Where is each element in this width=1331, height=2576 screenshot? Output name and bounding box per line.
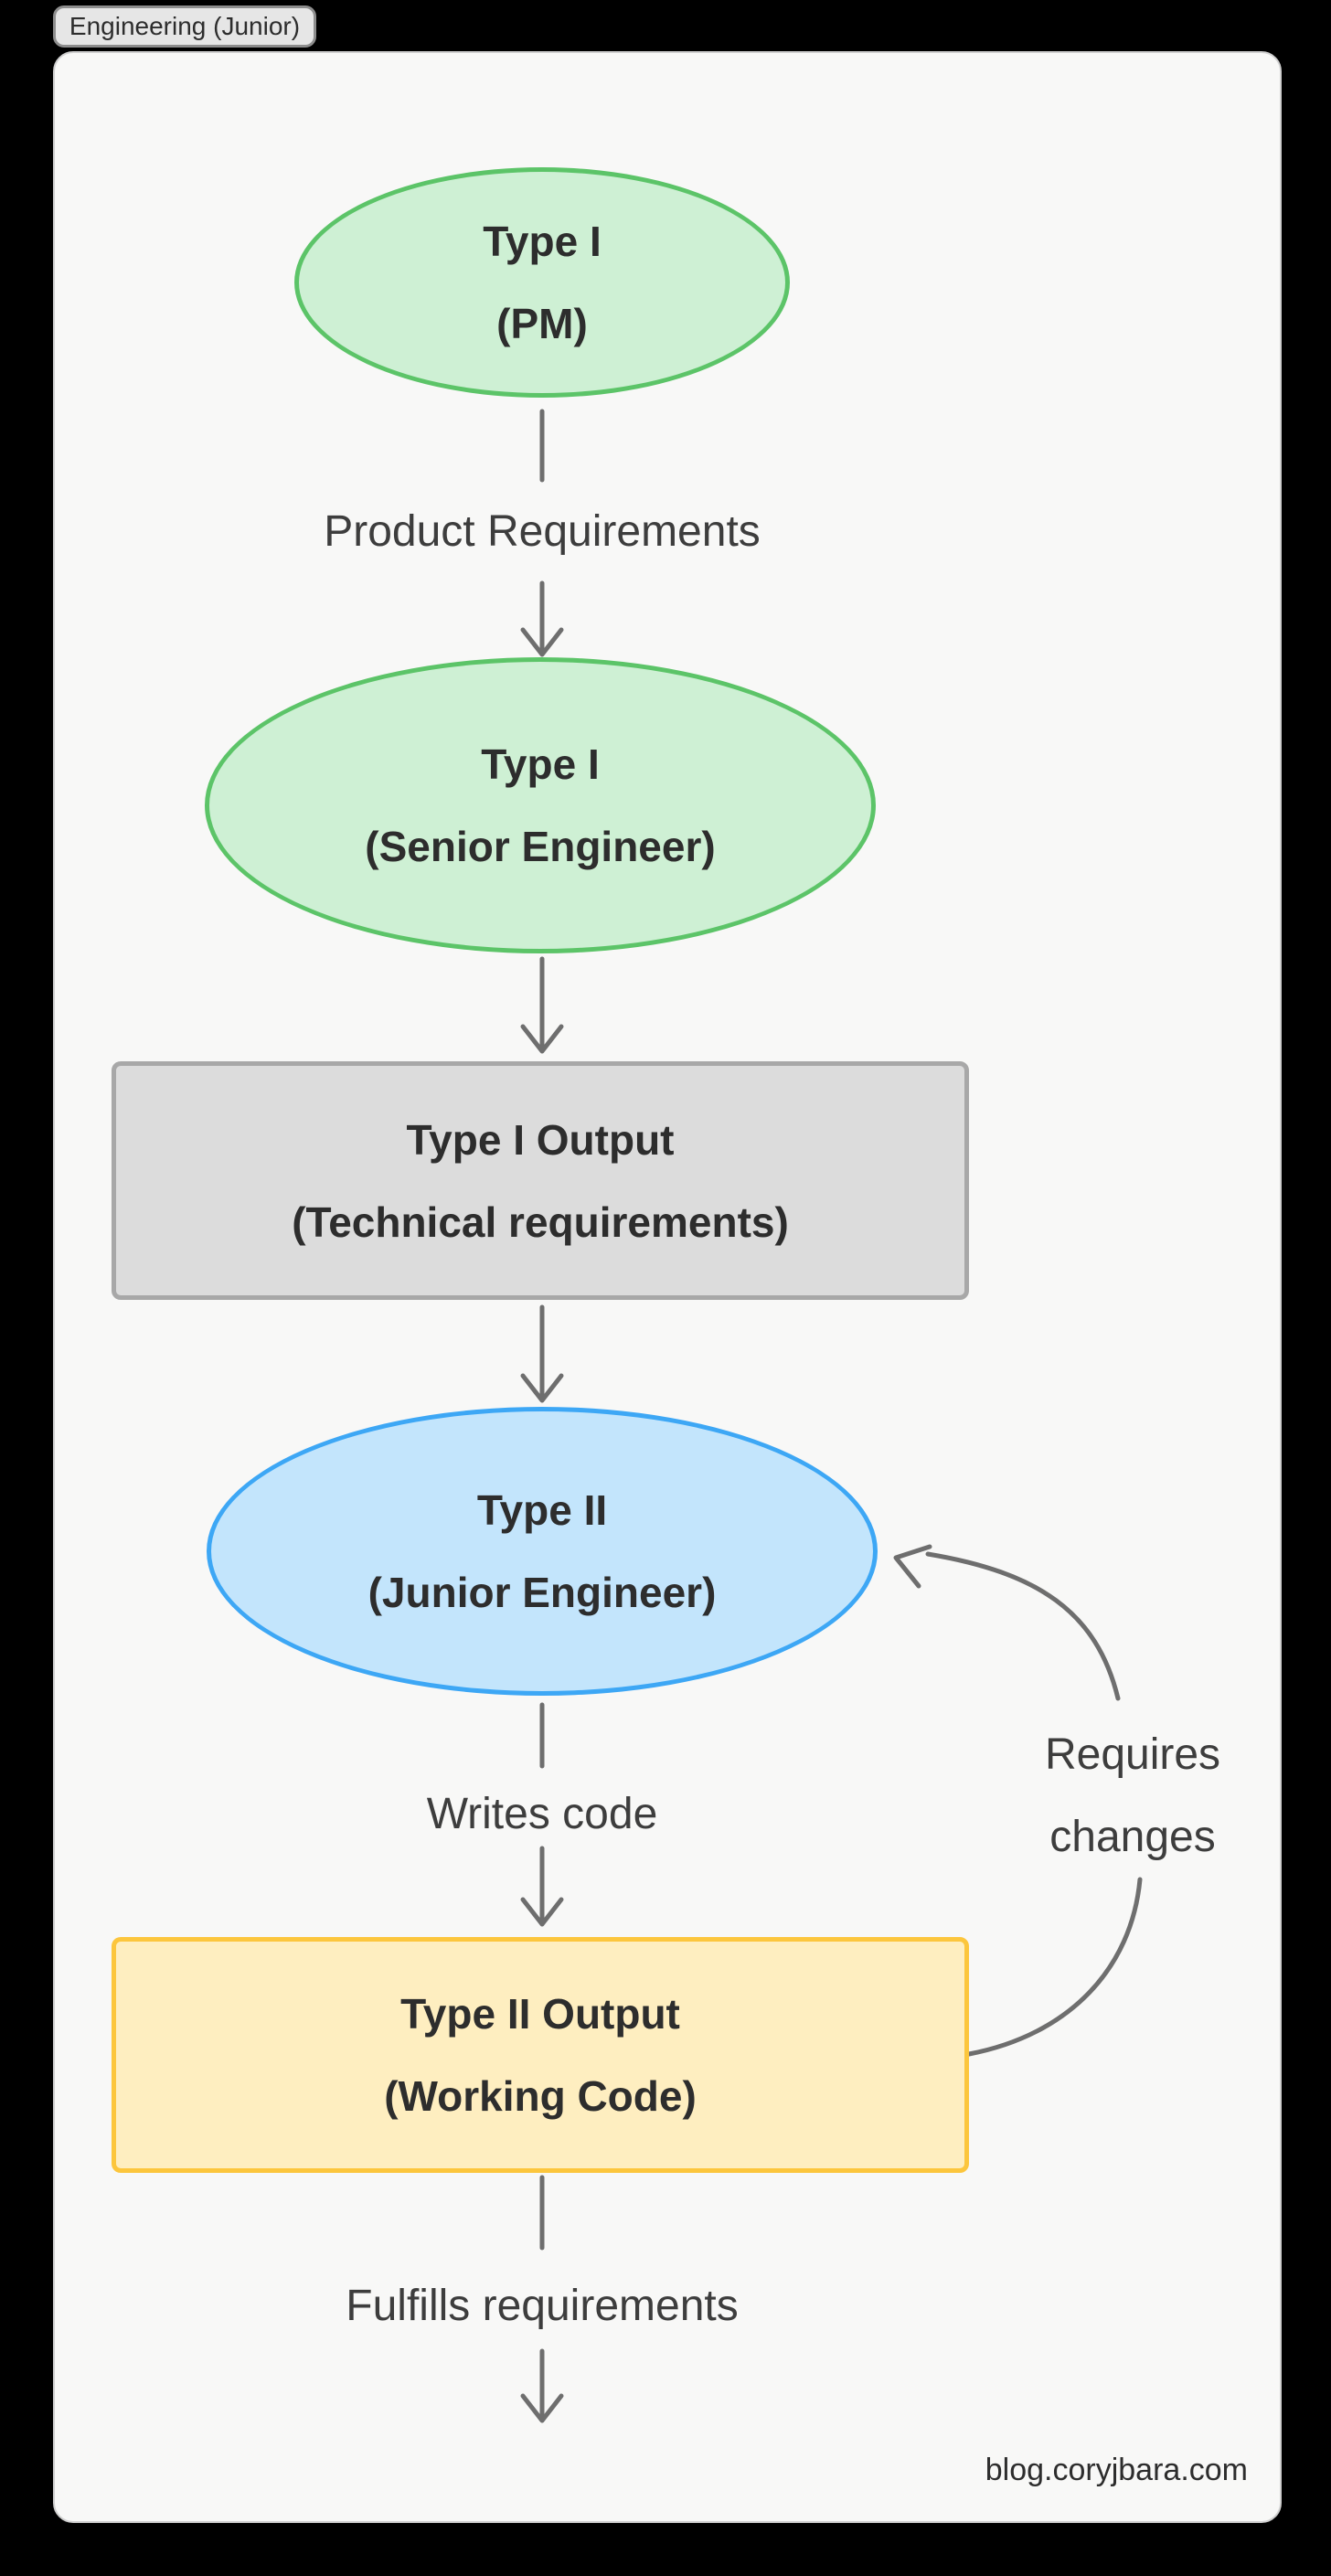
arrowhead-junior-to-type2output: [520, 1897, 564, 1927]
arrow-requires-changes-upper: [925, 1551, 1121, 1701]
edge-label-requires-changes-line2: changes: [1049, 1813, 1216, 1861]
arrowhead-pm-to-senior: [520, 627, 564, 657]
node-type2-output-line1: Type II Output: [400, 1990, 680, 2038]
node-type1-senior-line2: (Senior Engineer): [365, 823, 716, 870]
node-type2-junior-engineer: Type II (Junior Engineer): [207, 1407, 878, 1696]
node-type2-junior-line2: (Junior Engineer): [367, 1569, 717, 1616]
node-type1-output-line1: Type I Output: [406, 1115, 675, 1164]
tab-label: Engineering (Junior): [69, 12, 301, 40]
arrows-layer: [520, 409, 1143, 2423]
node-type1-senior-line1: Type I: [481, 740, 600, 788]
tab-engineering-junior[interactable]: Engineering (Junior): [53, 5, 316, 48]
node-type1-output-line2: (Technical requirements): [292, 1198, 789, 1246]
node-type2-output-line2: (Working Code): [384, 2072, 697, 2120]
arrowhead-type1output-to-junior: [520, 1373, 564, 1403]
edge-label-requires-changes: Requires changes: [950, 1714, 1315, 1879]
node-type1-output: Type I Output (Technical requirements): [112, 1061, 969, 1300]
node-type1-pm-line2: (PM): [496, 300, 588, 347]
arrowhead-fulfills: [520, 2393, 564, 2423]
node-type1-pm: Type I (PM): [294, 167, 790, 398]
edge-label-requires-changes-line1: Requires: [1044, 1730, 1221, 1779]
edge-label-fulfills-requirements: Fulfills requirements: [346, 2282, 739, 2330]
arrow-requires-changes-lower: [966, 1877, 1143, 2057]
node-type2-output: Type II Output (Working Code): [112, 1937, 969, 2173]
node-type1-senior-engineer: Type I (Senior Engineer): [205, 657, 876, 953]
node-type1-pm-line1: Type I: [483, 218, 602, 265]
node-type2-junior-line1: Type II: [476, 1486, 608, 1534]
edge-label-writes-code: Writes code: [426, 1790, 658, 1838]
arrowhead-senior-to-type1output: [520, 1024, 564, 1054]
edge-label-product-requirements: Product Requirements: [324, 507, 761, 556]
watermark: blog.coryjbara.com: [985, 2453, 1248, 2487]
diagram-panel: Type I (PM) Product Requirements Type I …: [53, 51, 1282, 2523]
arrowhead-requires-changes: [893, 1544, 932, 1589]
